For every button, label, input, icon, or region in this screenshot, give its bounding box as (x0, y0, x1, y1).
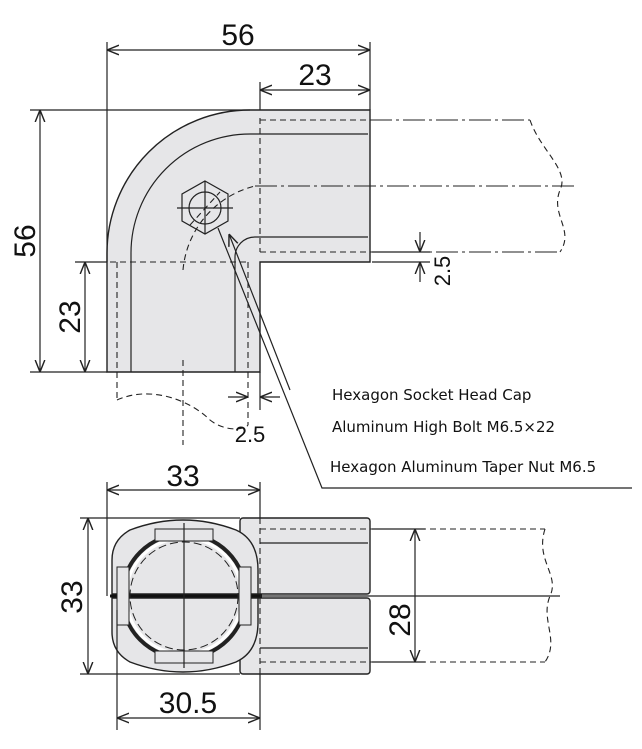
dim-gap-right: 2.5 (430, 256, 455, 287)
dim-pipe-diameter: 28 (384, 603, 417, 636)
dim-section-inner-width: 30.5 (159, 687, 217, 720)
outer-groove (130, 133, 368, 372)
dim-left-arm: 23 (54, 300, 87, 333)
elbow-body (106, 109, 371, 373)
bolt-label-line1: Hexagon Socket Head Cap (332, 386, 531, 404)
leader-line (217, 227, 632, 489)
elbow-section-view: 33 33 30.5 28 (56, 460, 560, 730)
hex-bolt-icon (177, 180, 233, 235)
dim-section-width: 33 (166, 460, 199, 493)
dim-section-height: 33 (56, 580, 89, 613)
nut-label: Hexagon Aluminum Taper Nut M6.5 (330, 458, 596, 476)
elbow-top-view: 56 23 56 23 2.5 2.5 Hexagon Socket Head … (9, 19, 632, 489)
dim-top-arm: 23 (298, 59, 331, 92)
dim-top-width: 56 (221, 19, 254, 52)
dim-left-height: 56 (9, 224, 42, 257)
dim-gap-bottom: 2.5 (235, 422, 266, 447)
inner-groove (234, 236, 368, 372)
bolt-label-line2: Aluminum High Bolt M6.5×22 (332, 418, 555, 436)
profile-ring-icon (116, 523, 252, 668)
